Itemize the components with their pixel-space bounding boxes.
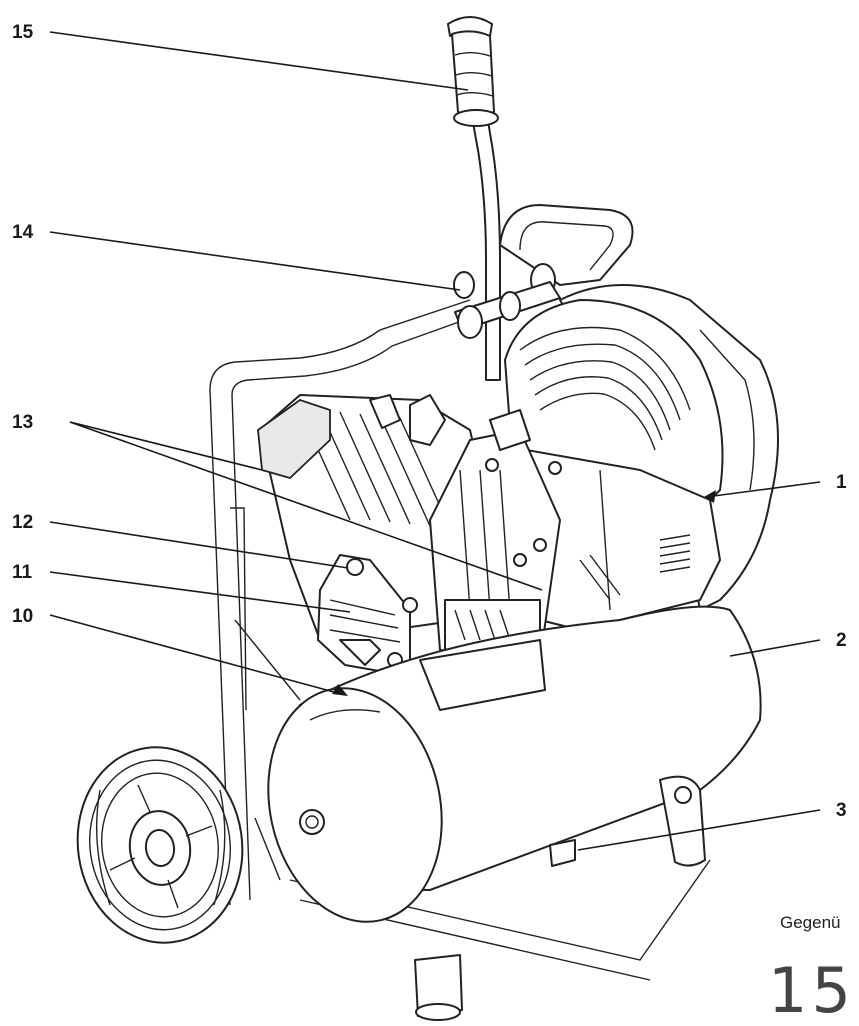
leader-15 [49,31,469,91]
arrowhead-10 [332,684,348,696]
handle [447,16,561,381]
air-tank [267,605,762,1021]
leader-14 [49,231,461,291]
callout-13: 13 [12,412,33,433]
leader-2 [729,639,821,657]
leader-1 [705,481,821,498]
callout-15: 15 [12,22,34,43]
callout-11: 11 [12,562,33,583]
leader-13a [69,421,263,471]
arrowhead-1 [704,490,716,503]
callout-2: 2 [836,630,847,651]
callout-12: 12 [12,512,33,533]
callout-numbers: 15 14 13 12 11 10 1 2 3 [12,22,847,821]
callout-3: 3 [836,800,847,821]
cut-off-heading-glyphs: 15 [768,960,855,1022]
callout-1: 1 [836,472,847,493]
leader-11 [49,571,351,613]
leader-10 [49,614,346,696]
wheel [76,746,244,944]
valve-cover [317,554,418,673]
callout-14: 14 [12,222,34,243]
leader-12 [49,521,349,569]
leader-3 [577,809,821,851]
leader-lines [49,31,821,851]
compressor-illustration [76,16,779,1021]
caption-fragment: Gegenü [780,913,841,932]
leader-13b [69,421,543,591]
callout-10: 10 [12,606,33,627]
